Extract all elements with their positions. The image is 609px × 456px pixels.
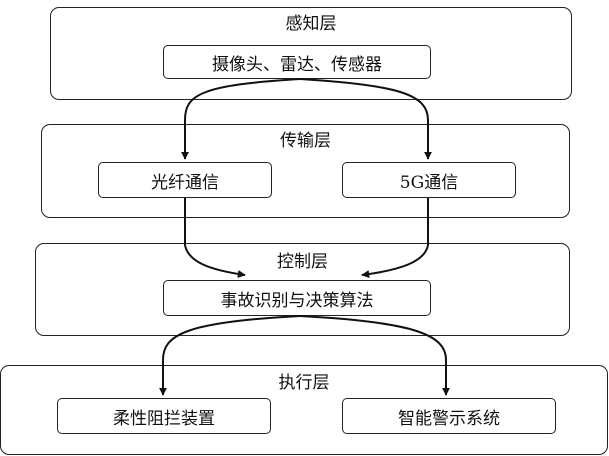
smart-warning-node: 智能警示系统 (342, 398, 556, 434)
transmission-layer-title: 传输层 (280, 131, 331, 151)
fiber-communication-node: 光纤通信 (98, 162, 272, 198)
execution-layer-title: 执行层 (278, 373, 330, 393)
5g-communication-node: 5G通信 (342, 162, 516, 198)
flexible-barrier-node: 柔性阻拦装置 (57, 398, 271, 434)
sensor-node: 摄像头、雷达、传感器 (163, 45, 431, 79)
perception-layer-title: 感知层 (285, 14, 337, 34)
control-layer-title: 控制层 (277, 252, 328, 272)
accident-decision-node: 事故识别与决策算法 (163, 280, 431, 316)
